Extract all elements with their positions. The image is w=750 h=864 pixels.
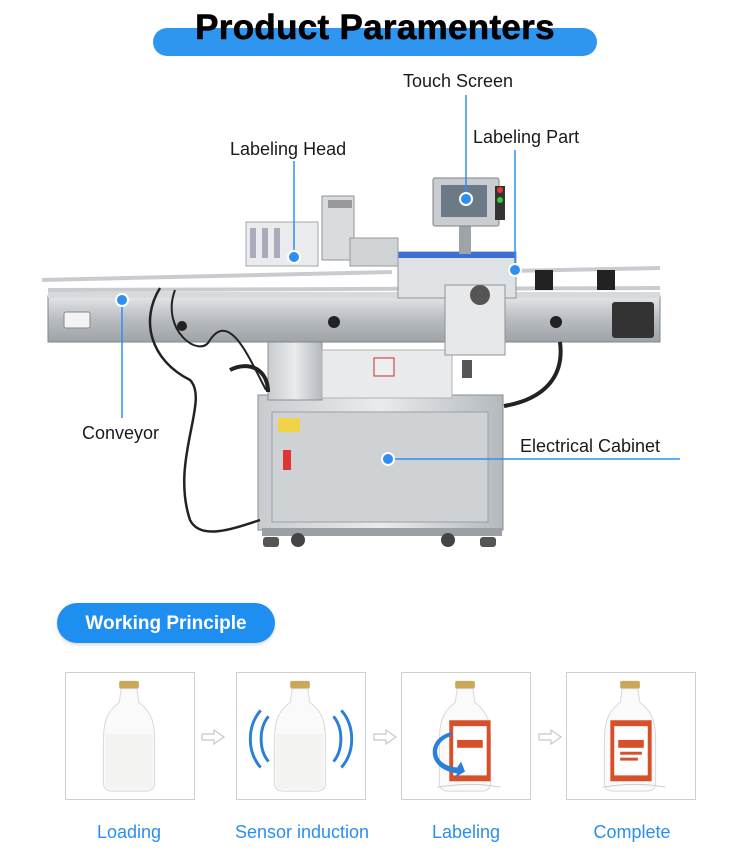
working-principle-title: Working Principle — [85, 613, 247, 634]
step-complete-image — [566, 672, 696, 800]
step-labeling-image — [401, 672, 531, 800]
callout-labeling-head: Labeling Head — [230, 139, 347, 159]
step-label-complete: Complete — [593, 822, 671, 842]
step-label-sensor-induction: Sensor induction — [234, 822, 370, 842]
callout-electrical-cabinet: Electrical Cabinet — [520, 436, 661, 456]
step-sensor-image — [236, 672, 366, 800]
page-title: Product Paramenters — [195, 8, 555, 48]
arrow-right-icon — [538, 728, 563, 746]
step-loading-image — [65, 672, 195, 800]
callout-touch-screen: Touch Screen — [403, 71, 514, 91]
labeling-machine-image — [41, 177, 661, 547]
arrow-right-icon — [201, 728, 226, 746]
title-banner — [153, 28, 597, 56]
callout-conveyor: Conveyor — [82, 423, 160, 443]
callout-labeling-part: Labeling Part — [473, 127, 580, 147]
working-principle-banner — [57, 603, 275, 643]
arrow-right-icon — [373, 728, 398, 746]
step-label-loading: Loading — [96, 822, 162, 842]
step-label-labeling: Labeling — [431, 822, 501, 842]
callout-leaders — [115, 95, 680, 466]
